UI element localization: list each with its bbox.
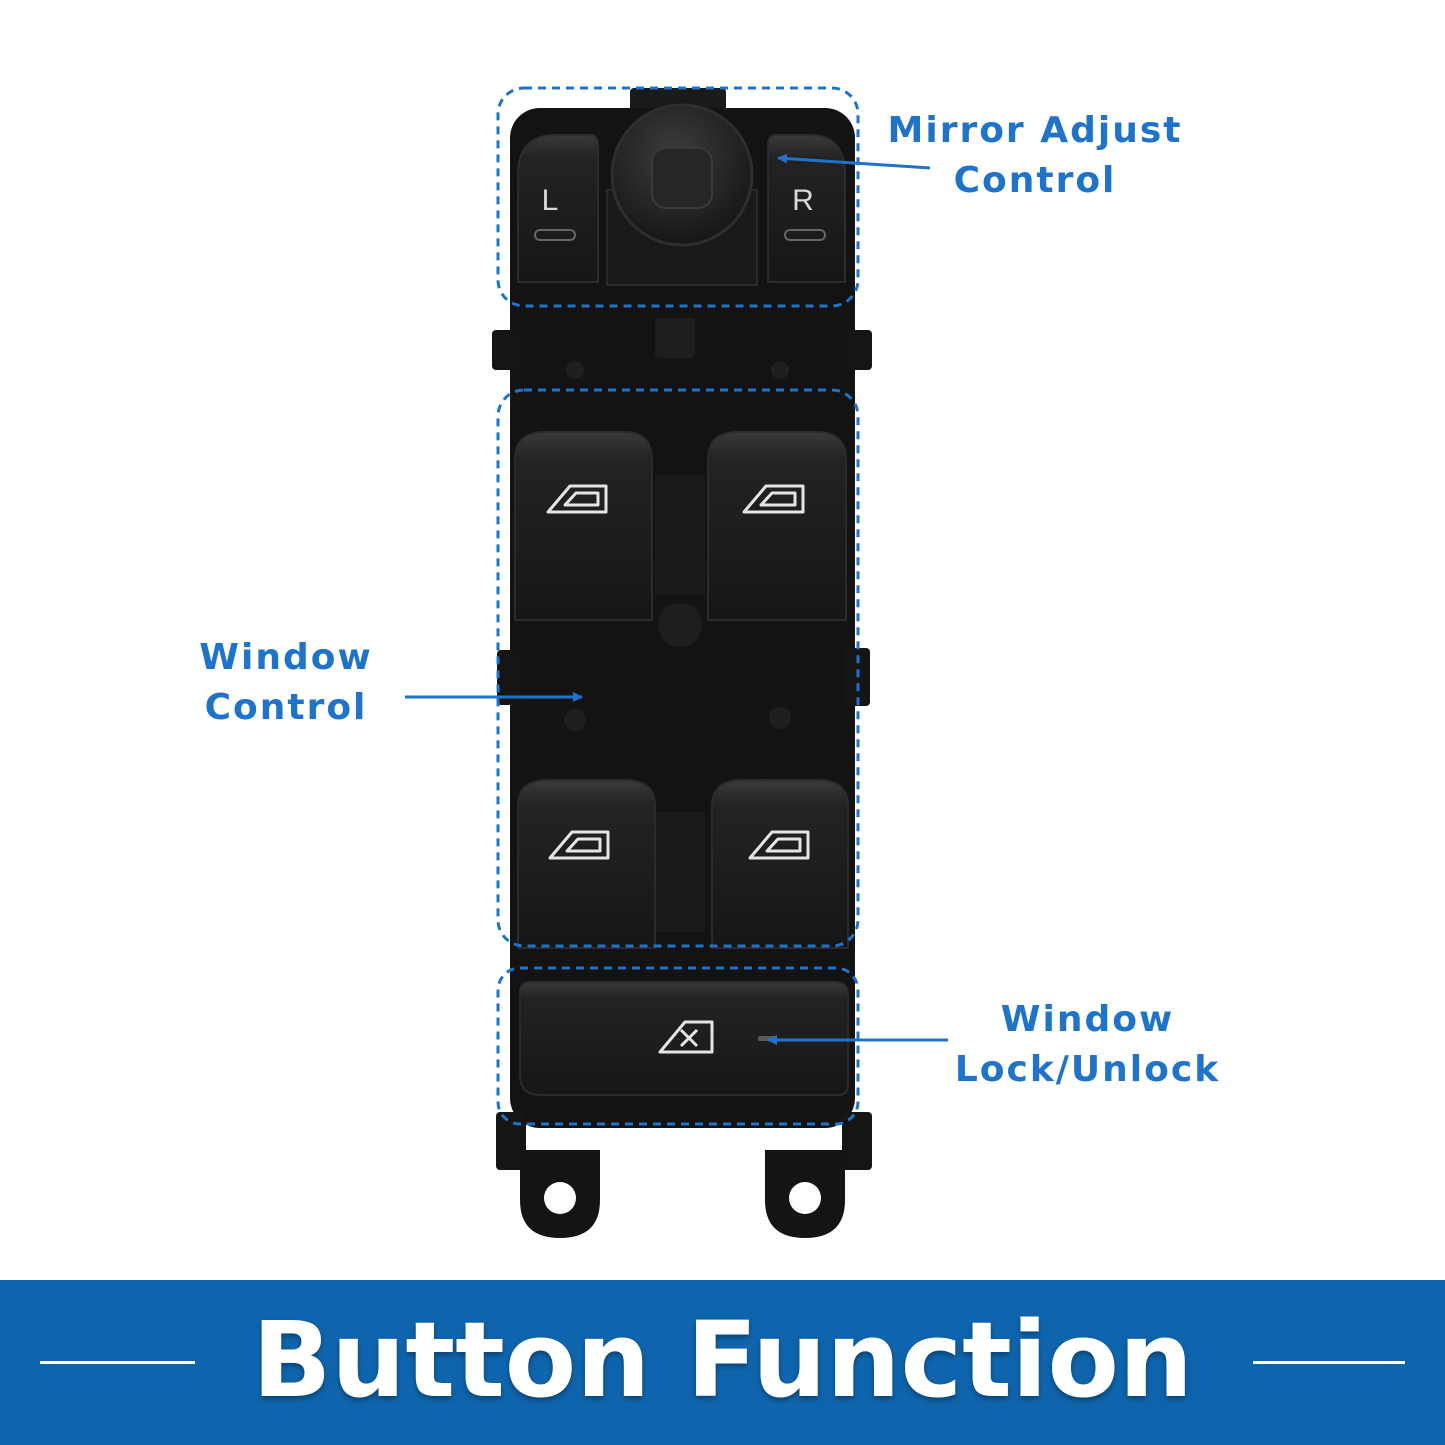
window-icon [546,484,608,514]
banner-line-left [40,1361,195,1364]
banner-line-right [1253,1361,1405,1364]
window-region-outline [496,388,860,948]
window-lock-icon [658,1020,714,1054]
window-icon [548,830,610,860]
banner-title: Button Function [252,1299,1193,1421]
window-callout-line1: Window [199,637,373,678]
window-button-front-right[interactable] [707,431,847,621]
lock-callout-line2: Lock/Unlock [954,1049,1221,1090]
mirror-callout-arrow [777,153,931,170]
lock-callout-label: Window Lock/Unlock [945,995,1230,1095]
lock-cross-icon [679,1028,699,1048]
window-callout-line2: Control [204,687,368,728]
window-button-rear-right[interactable] [711,779,849,949]
window-callout-label: Window Control [180,633,392,733]
mirror-joystick[interactable] [606,103,758,286]
mirror-callout-line2: Control [953,160,1117,201]
window-icon [748,830,810,860]
title-banner: Button Function [0,1280,1445,1445]
lock-callout-line1: Window [1000,999,1175,1040]
lock-region-outline [496,966,860,1126]
mirror-callout-label: Mirror Adjust Control [880,106,1190,206]
window-icon [742,484,805,514]
window-button-front-left[interactable] [514,431,653,621]
mirror-right-button[interactable] [767,134,846,283]
mirror-right-label: R [792,184,814,217]
mirror-region-outline [496,86,860,308]
mirror-callout-line1: Mirror Adjust [887,110,1183,151]
window-button-rear-left[interactable] [517,779,656,949]
mirror-left-button[interactable] [517,134,599,283]
mirror-left-label: L [542,184,559,217]
